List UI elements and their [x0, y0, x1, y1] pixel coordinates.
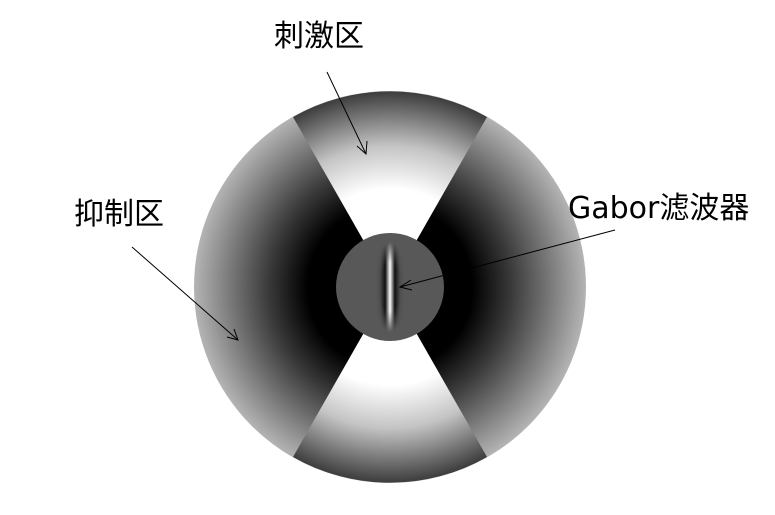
gabor-arrowhead: [398, 279, 413, 291]
inhibition-arrow: [131, 246, 239, 341]
gabor-arrow: [399, 229, 616, 288]
stimulus-zone-label: 刺激区: [274, 19, 364, 54]
stimulus-region-bottom: [293, 287, 487, 483]
stimulus-region-top: [293, 91, 487, 288]
gabor-filter-patch: [336, 233, 444, 341]
stimulus-arrowhead: [356, 140, 368, 156]
inhibition-arrowhead: [226, 328, 239, 341]
gabor-filter-label: Gabor滤波器: [568, 191, 750, 226]
inhibition-zone-label: 抑制区: [74, 197, 164, 232]
stimulus-arrow: [326, 71, 367, 155]
